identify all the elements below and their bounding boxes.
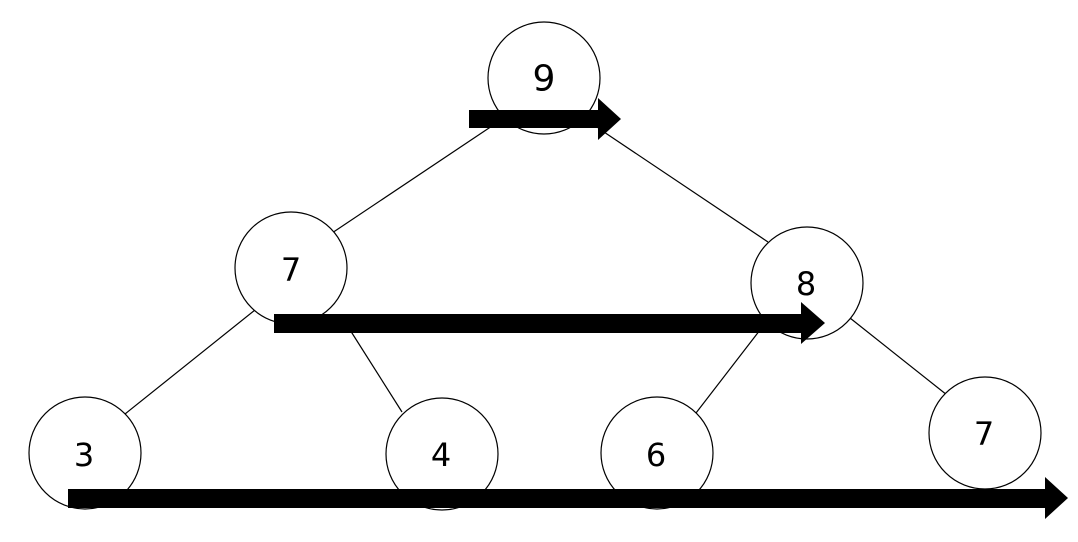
tree-node-level2-3: 6	[600, 396, 714, 510]
node-value: 6	[646, 436, 666, 474]
edge-left-leftchild	[124, 309, 256, 415]
tree-node-level2-2: 4	[385, 397, 499, 511]
node-value: 7	[281, 251, 301, 289]
level-2-traversal-arrow	[68, 477, 1068, 519]
edge-right-rightchild	[849, 317, 948, 396]
tree-edges	[124, 125, 948, 415]
node-circle	[487, 21, 601, 135]
node-value: 9	[533, 59, 556, 100]
node-circle	[385, 397, 499, 511]
level-1-traversal-arrow	[274, 302, 825, 344]
tree-node-level2-4: 7	[928, 376, 1042, 490]
tree-node-root: 9	[487, 21, 601, 135]
node-circle	[600, 396, 714, 510]
node-value: 4	[431, 436, 451, 474]
node-value: 3	[74, 436, 94, 474]
node-value: 8	[796, 265, 816, 303]
node-circle	[750, 226, 864, 340]
edge-left-rightchild	[344, 321, 403, 413]
edge-root-right	[597, 127, 769, 243]
tree-node-level1-left: 7	[234, 211, 348, 325]
edge-right-leftchild	[695, 329, 761, 414]
level-0-traversal-arrow	[469, 98, 621, 140]
tree-node-level1-right: 8	[750, 226, 864, 340]
node-value: 7	[974, 415, 994, 453]
node-circle	[28, 396, 142, 510]
tree-node-level2-1: 3	[28, 396, 142, 510]
traversal-arrows	[68, 98, 1068, 519]
edge-root-left	[331, 125, 493, 234]
